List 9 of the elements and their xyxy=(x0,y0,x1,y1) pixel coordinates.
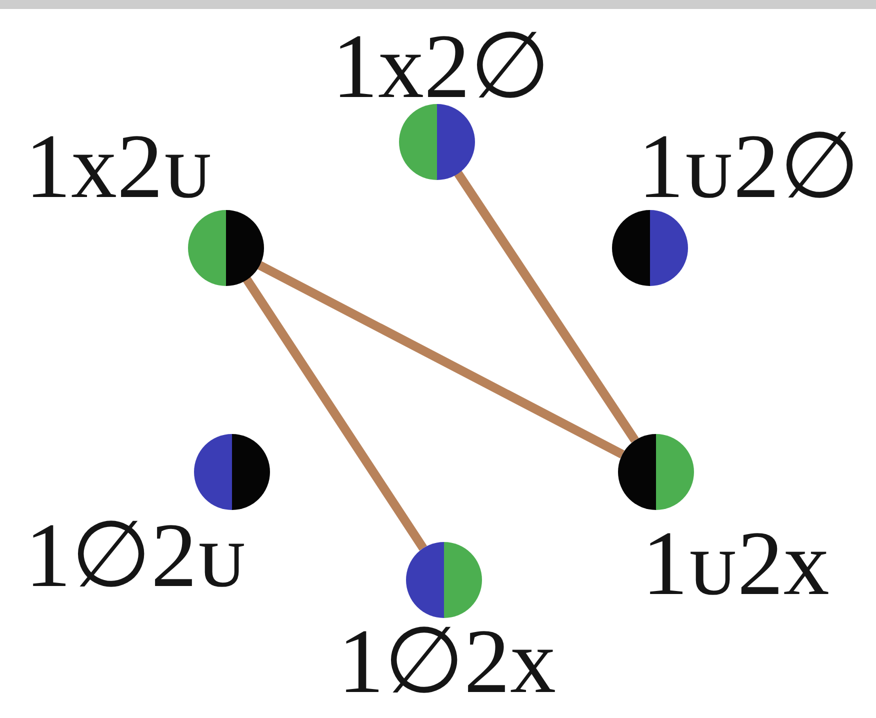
node-label: 1x2∅ xyxy=(332,30,550,104)
connector-line xyxy=(454,170,639,443)
node-label: 1∅2ᴜ xyxy=(25,519,246,593)
node-label: 1ᴜ2∅ xyxy=(638,130,860,204)
node-label: 1ᴜ2x xyxy=(642,527,830,601)
connector-line xyxy=(243,276,427,551)
connector-line xyxy=(258,261,624,458)
node-label: 1∅2x xyxy=(338,625,556,699)
node-label: 1x2ᴜ xyxy=(25,130,212,204)
